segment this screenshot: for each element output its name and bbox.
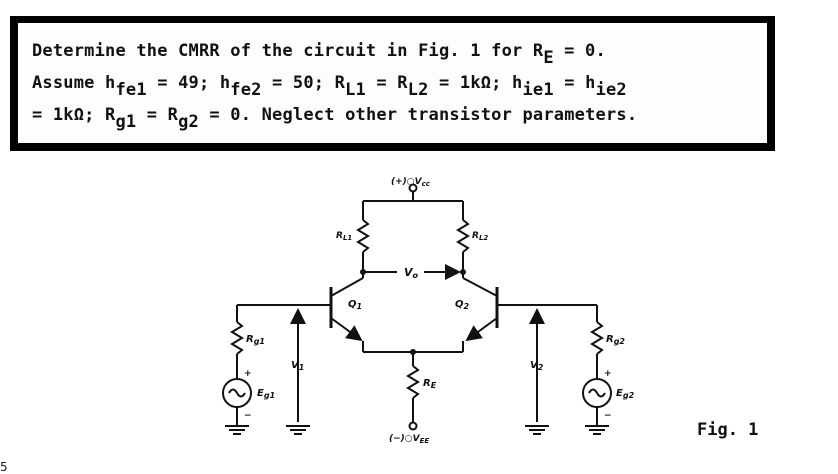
resistor-rg1 (230, 321, 244, 355)
stray-mark: 5 (0, 460, 8, 474)
label-q1: Q1 (348, 299, 362, 311)
label-v2: V2 (530, 360, 544, 372)
resistor-rl2 (456, 219, 470, 253)
label-q2: Q2 (455, 299, 470, 311)
problem-line-3: = 1kΩ; Rg1 = Rg2 = 0. Neglect other tran… (32, 105, 638, 132)
vcc-terminal (408, 183, 418, 193)
label-rl2: RL2 (472, 231, 488, 242)
label-rl1: RL1 (336, 231, 352, 242)
label-eg2: Eg2 (616, 388, 635, 400)
label-v1: V1 (291, 360, 304, 372)
problem-statement-text: Determine the CMRR of the circuit in Fig… (18, 23, 767, 143)
label-eg2-minus: − (604, 411, 612, 421)
label-eg1-minus: − (244, 411, 252, 421)
circuit-wires (222, 183, 612, 435)
circuit-labels: (+)○Vcc RL1 RL2 Vo Q1 Q2 Rg1 Rg2 RE V1 V… (244, 177, 635, 445)
vee-terminal (408, 421, 418, 431)
label-rg2: Rg2 (606, 334, 625, 346)
resistor-re (406, 365, 420, 399)
resistor-rg2 (590, 321, 604, 355)
label-eg1: Eg1 (257, 388, 275, 400)
label-re: RE (423, 378, 437, 390)
problem-statement-box: Determine the CMRR of the circuit in Fig… (10, 16, 775, 151)
figure-caption: Fig. 1 (697, 420, 759, 440)
label-vo: Vo (404, 266, 419, 280)
label-rg1: Rg1 (246, 334, 265, 346)
label-eg2-plus: + (604, 369, 612, 379)
label-eg1-plus: + (244, 369, 252, 379)
label-vcc: (+)○Vcc (391, 177, 431, 188)
resistor-rl1 (356, 219, 370, 253)
circuit-junctions (360, 269, 466, 355)
label-vee: (−)○VEE (389, 434, 429, 445)
problem-line-1: Determine the CMRR of the circuit in Fig… (32, 41, 606, 68)
problem-line-2: Assume hfe1 = 49; hfe2 = 50; RL1 = RL2 =… (32, 73, 627, 100)
